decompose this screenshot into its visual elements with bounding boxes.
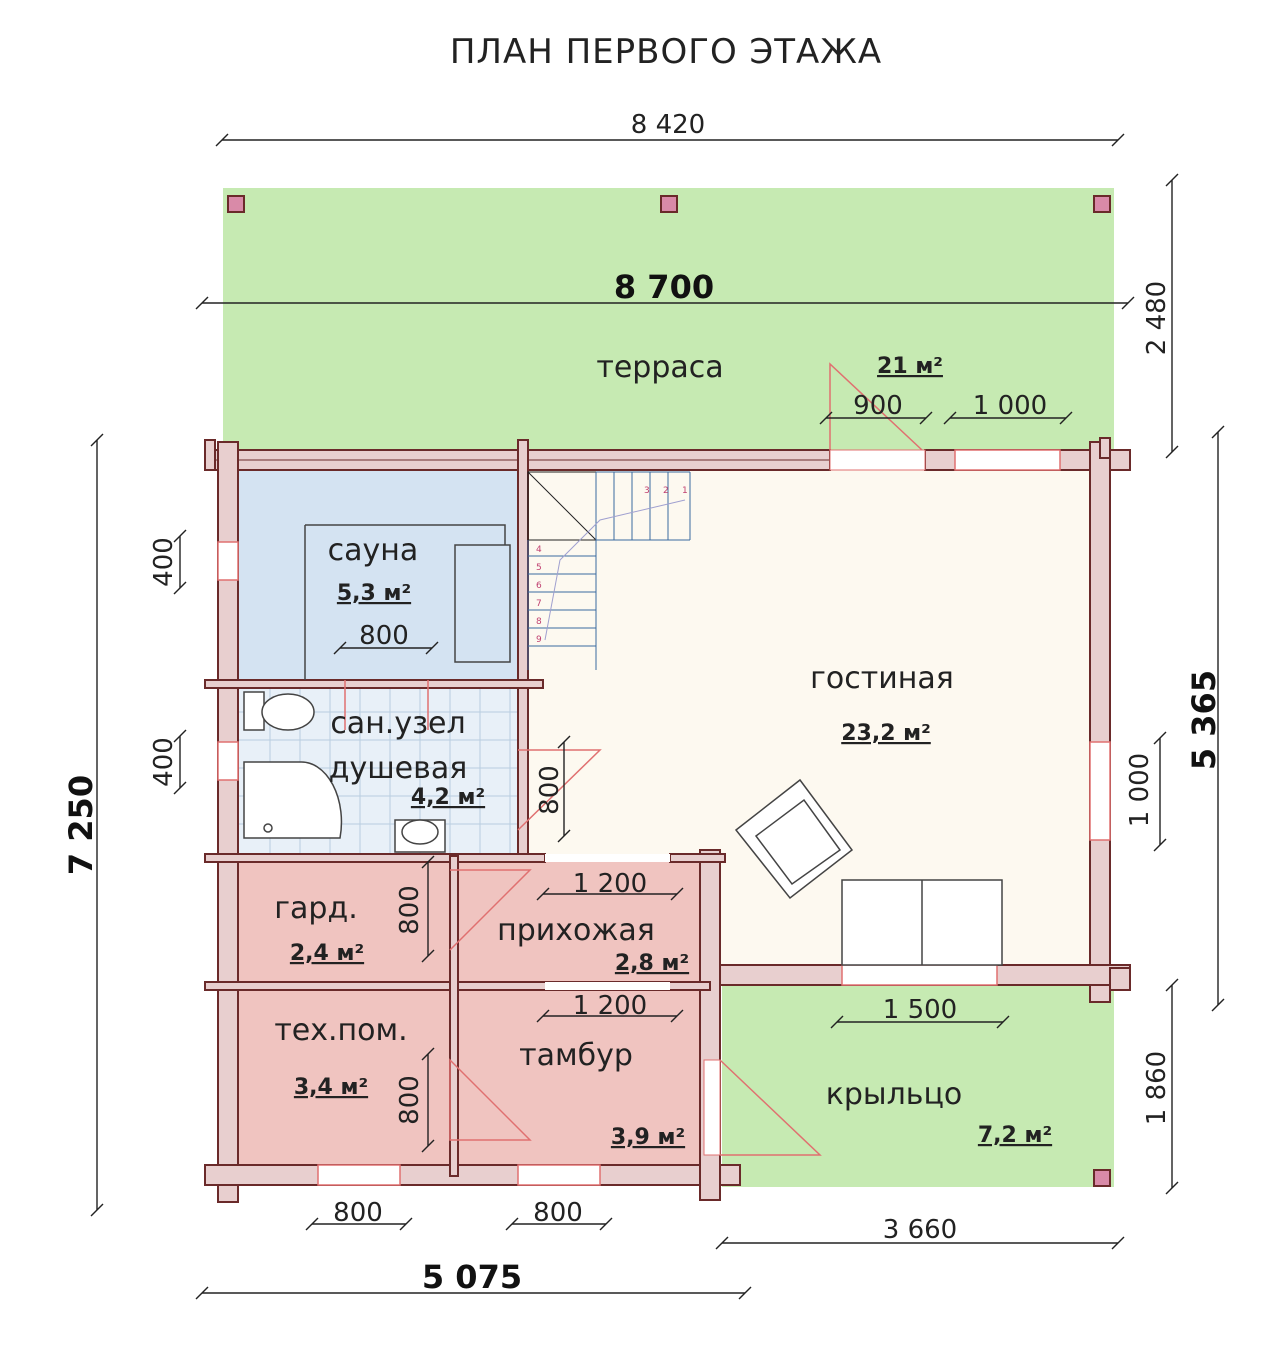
dim-bottom-porch: 3 660 [883,1215,957,1245]
hallway-area [456,862,700,982]
dim-hall-door: 1 200 [573,869,647,899]
plan-title: ПЛАН ПЕРВОГО ЭТАЖА [450,32,882,72]
bathroom-fixtures [243,691,446,853]
dim-bottom-total: 5 075 [422,1258,522,1296]
stair-numbers: 1 2 3 4 5 6 7 8 9 [536,486,688,645]
dim-right-porch: 1 860 [1142,1051,1172,1125]
dim-bath-door: 800 [535,765,565,815]
dim-sauna-door: 800 [359,621,409,651]
porch-area [722,985,1114,1187]
terrace-area [223,188,1114,450]
sauna-name: сауна [328,533,419,568]
staircase [527,471,691,670]
vestibule-area-value: 3,9 м² [611,1125,685,1150]
hallway-area-value: 2,8 м² [615,951,689,976]
sauna-bench [304,524,506,680]
bathroom-name-2: душевая [329,751,468,786]
porch-area-value: 7,2 м² [978,1123,1052,1148]
svg-text:5: 5 [536,563,542,573]
living-area-value: 23,2 м² [841,721,931,746]
sauna-stove [454,544,511,663]
tech-area-value: 3,4 м² [294,1075,368,1100]
dim-left-window-1: 400 [149,537,179,587]
dimension-lines: 8 420 8 700 900 1 000 2 480 5 365 1 000 … [62,110,1225,1300]
vestibule-name: тамбур [519,1038,633,1073]
svg-text:6: 6 [536,581,542,591]
living-furniture [734,778,1003,966]
vestibule-area [456,990,708,1165]
svg-text:7: 7 [536,599,542,609]
terrace-name: терраса [596,350,723,385]
svg-text:4: 4 [536,545,542,555]
svg-text:8: 8 [536,617,542,627]
svg-text:1: 1 [682,486,688,496]
dim-bottom-window-1: 800 [333,1198,383,1228]
wardrobe-area [238,862,450,982]
tech-area [238,990,450,1165]
dim-right-terrace: 2 480 [1142,281,1172,355]
sauna-area-value: 5,3 м² [337,581,411,606]
terrace-area-value: 21 м² [877,354,943,379]
dim-wardrobe-door: 800 [395,885,425,935]
dim-vestibule-door: 1 200 [573,991,647,1021]
dim-top-main: 8 700 [614,268,714,306]
dim-right-window: 1 000 [1125,753,1155,827]
bathroom-area-value: 4,2 м² [411,785,485,810]
dim-left-window-2: 400 [149,737,179,787]
hallway-name: прихожая [497,913,655,948]
dim-living-window: 1 500 [883,995,957,1025]
wardrobe-area-value: 2,4 м² [290,941,364,966]
dim-terrace-window: 1 000 [973,391,1047,421]
windows [217,449,1111,1186]
bathroom-name: сан.узел [330,706,465,741]
svg-text:2: 2 [663,486,669,496]
porch-name: крыльцо [826,1077,962,1112]
terrace-posts [227,195,1111,1187]
dim-bottom-window-2: 800 [533,1198,583,1228]
dim-terrace-door: 900 [853,391,903,421]
dim-left-total: 7 250 [62,775,100,875]
doors [344,362,926,1156]
room-labels: терраса 21 м² сауна 5,3 м² сан.узел душе… [274,350,1052,1150]
dim-tech-door: 800 [395,1075,425,1125]
tech-name: тех.пом. [274,1013,407,1048]
living-name: гостиная [810,661,954,696]
svg-text:3: 3 [644,486,650,496]
svg-text:9: 9 [536,635,542,645]
dim-top-outer: 8 420 [631,110,705,140]
dim-right-house: 5 365 [1185,670,1223,770]
wardrobe-name: гард. [274,891,357,926]
